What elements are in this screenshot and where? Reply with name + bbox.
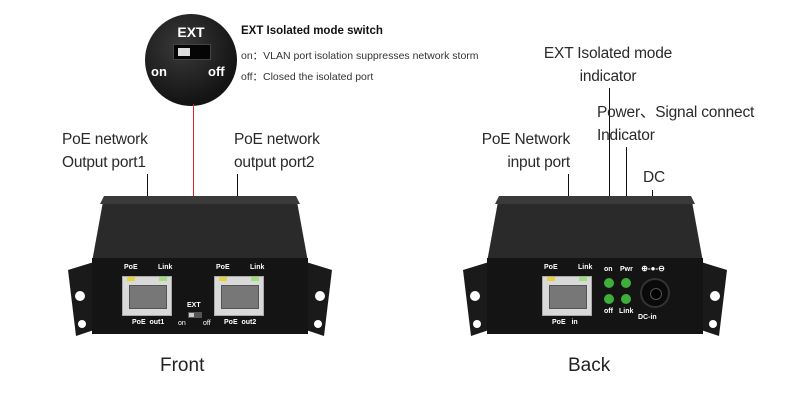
back-led-on-label: on bbox=[604, 266, 613, 273]
back-callout-ext-indicator-line1: EXT Isolated mode bbox=[543, 45, 673, 62]
front-port1-bottom-label: PoE out1 bbox=[132, 319, 165, 326]
front-ext-switch[interactable]: EXT on off bbox=[177, 302, 213, 332]
back-callout-ext-indicator-line2: indicator bbox=[579, 68, 637, 85]
back-led-link-label: Link bbox=[619, 308, 634, 315]
back-led-cluster: on Pwr off Link bbox=[600, 266, 640, 322]
front-callout-port1-line2: Output port1 bbox=[62, 154, 146, 171]
front-port1[interactable]: PoE Link PoE out1 bbox=[118, 262, 176, 328]
rj45-jack-icon bbox=[122, 276, 172, 316]
back-callout-input-line1: PoE Network bbox=[481, 131, 570, 148]
back-caption: Back bbox=[568, 355, 611, 376]
dc-jack-icon bbox=[640, 278, 670, 308]
back-callout-input-line2: input port bbox=[507, 154, 570, 171]
ext-switch-on-description: on：VLAN port isolation suppresses networ… bbox=[241, 50, 479, 62]
front-port2-link-label: Link bbox=[250, 264, 265, 271]
ext-switch-title: EXT Isolated mode switch bbox=[241, 25, 383, 37]
led-link-icon bbox=[621, 294, 631, 304]
back-callout-power-signal-line2: Indicator bbox=[597, 127, 655, 144]
front-callout-port1-line1: PoE network bbox=[62, 131, 148, 148]
ext-switch-zoom-on-label: on bbox=[151, 64, 167, 79]
back-callout-dc: DC bbox=[643, 169, 665, 186]
dc-polarity-icon: ⊕-●-⊖ bbox=[641, 264, 665, 273]
back-callout-input: PoE Network input port bbox=[470, 128, 570, 174]
back-callout-power-signal: Power、Signal connect Indicator bbox=[597, 101, 754, 147]
back-led-off-label: off bbox=[604, 308, 613, 315]
ext-switch-zoom: EXT on off bbox=[145, 14, 237, 106]
front-ext-switch-on-label: on bbox=[178, 320, 186, 327]
front-callout-port2-line2: output port2 bbox=[234, 154, 315, 171]
rj45-jack-icon bbox=[214, 276, 264, 316]
front-port2-bottom-label: PoE out2 bbox=[224, 319, 257, 326]
rj45-jack-icon bbox=[542, 276, 592, 316]
front-port2-poe-label: PoE bbox=[216, 264, 230, 271]
back-ext-indicator-lead-line bbox=[609, 88, 610, 278]
ext-switch-zoom-off-label: off bbox=[208, 64, 225, 79]
front-ext-switch-off-label: off bbox=[203, 320, 211, 327]
led-ext-on-icon bbox=[604, 278, 614, 288]
front-ext-switch-slider[interactable] bbox=[188, 312, 202, 318]
front-port2[interactable]: PoE Link PoE out2 bbox=[210, 262, 268, 328]
back-callout-power-signal-line1: Power、Signal connect bbox=[597, 104, 755, 121]
back-port-in-link-label: Link bbox=[578, 264, 593, 271]
back-dc-in-label: DC-in bbox=[638, 314, 657, 321]
front-ext-switch-label: EXT bbox=[187, 302, 201, 309]
front-callout-port2: PoE network output port2 bbox=[234, 128, 320, 174]
led-ext-off-icon bbox=[604, 294, 614, 304]
back-port-in[interactable]: PoE Link PoE in bbox=[538, 262, 596, 328]
ext-switch-off-description: off：Closed the isolated port bbox=[241, 71, 374, 83]
front-port1-link-label: Link bbox=[158, 264, 173, 271]
back-callout-ext-indicator: EXT Isolated mode indicator bbox=[538, 42, 678, 88]
ext-switch-zoom-ext-label: EXT bbox=[177, 24, 205, 40]
back-port-in-bottom-label: PoE in bbox=[552, 319, 578, 326]
back-port-in-poe-label: PoE bbox=[544, 264, 558, 271]
front-port1-poe-label: PoE bbox=[124, 264, 138, 271]
front-caption: Front bbox=[160, 355, 205, 376]
front-callout-port2-line1: PoE network bbox=[234, 131, 320, 148]
front-callout-port1: PoE network Output port1 bbox=[62, 128, 148, 174]
back-dc-in[interactable]: ⊕-●-⊖ DC-in bbox=[636, 262, 670, 326]
led-power-icon bbox=[621, 278, 631, 288]
back-led-pwr-label: Pwr bbox=[620, 266, 633, 273]
ext-switch-zoom-slot bbox=[173, 44, 211, 60]
